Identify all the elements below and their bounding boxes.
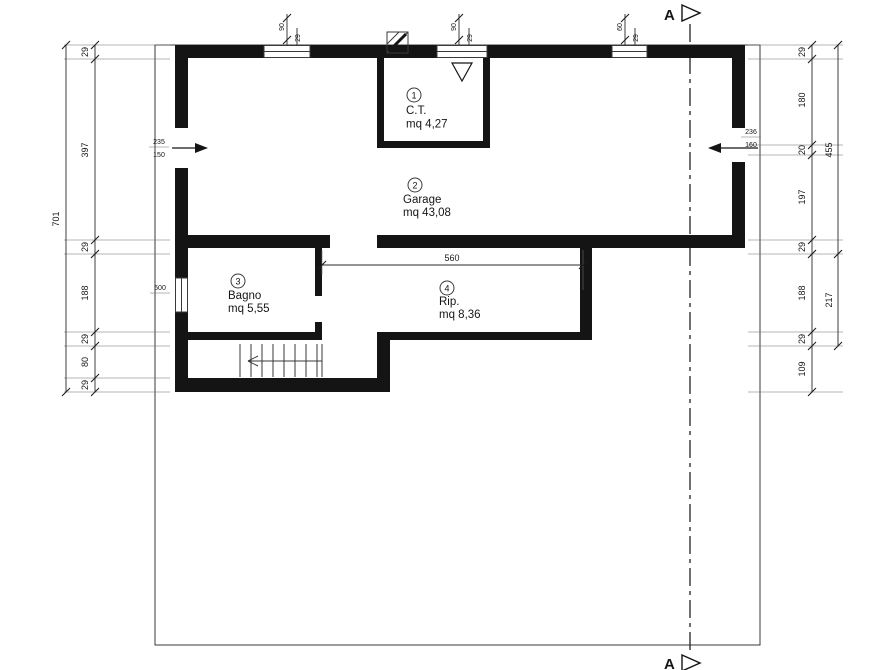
walls xyxy=(175,45,745,392)
room-label-garage: 2 Garage mq 43,08 xyxy=(403,177,451,219)
section-marker-bottom: A xyxy=(664,653,702,670)
window-top-right xyxy=(611,45,648,58)
dim-right-5: 188 xyxy=(797,285,807,300)
room-number-circle xyxy=(407,177,423,193)
dimensions-interior: 560 235 150 236 160 500 xyxy=(149,129,761,294)
stairs xyxy=(239,344,323,377)
room-number-circle xyxy=(439,280,455,296)
svg-text:235: 235 xyxy=(153,139,165,146)
dim-top-group-1: 90 29 xyxy=(451,13,474,45)
dim-right-6: 29 xyxy=(797,334,807,344)
svg-text:29: 29 xyxy=(295,34,302,42)
dim-top-group-0: 90 29 xyxy=(279,13,302,45)
opening-label-bagno: 500 xyxy=(150,285,170,294)
section-arrow-top-icon xyxy=(681,3,702,23)
dim-interior-width: 560 xyxy=(444,253,459,263)
svg-text:160: 160 xyxy=(745,142,757,149)
section-arrow-bottom-icon xyxy=(681,653,702,670)
room-labels: 1 C.T. mq 4,27 2 Garage mq 43,08 3 Bagno… xyxy=(228,87,481,321)
dim-left-6: 29 xyxy=(80,380,90,390)
chimney-symbol-icon xyxy=(386,31,409,54)
dim-right-0: 29 xyxy=(797,47,807,57)
door-arrow-left-icon xyxy=(172,143,208,153)
window-top-center xyxy=(436,45,488,58)
dim-left-2: 29 xyxy=(80,242,90,252)
room-label-bagno: 3 Bagno mq 5,55 xyxy=(228,273,270,315)
dimension-chain-left: 29 397 29 188 29 80 29 701 xyxy=(51,40,170,397)
dimension-chain-right: 29 180 20 197 29 188 29 109 455 217 xyxy=(748,40,843,397)
dim-right-2: 20 xyxy=(797,145,807,155)
svg-text:Rip.: Rip. xyxy=(439,296,459,308)
svg-text:90: 90 xyxy=(451,23,458,31)
svg-text:C.T.: C.T. xyxy=(406,105,426,117)
dim-left-5: 80 xyxy=(80,357,90,367)
room-label-ct: 1 C.T. mq 4,27 xyxy=(406,87,448,131)
door-arrow-right-icon xyxy=(708,143,758,153)
dim-right-overall-upper: 455 xyxy=(824,142,834,157)
svg-text:mq 8,36: mq 8,36 xyxy=(439,309,481,321)
svg-text:1: 1 xyxy=(411,91,416,101)
svg-text:mq 5,55: mq 5,55 xyxy=(228,303,270,315)
section-label-bottom: A xyxy=(664,656,675,670)
dim-left-0: 29 xyxy=(80,47,90,57)
svg-text:150: 150 xyxy=(153,152,165,159)
room-number-circle xyxy=(406,87,422,103)
dim-right-3: 197 xyxy=(797,189,807,204)
entry-triangle-icon xyxy=(450,62,474,83)
dim-left-3: 188 xyxy=(80,285,90,300)
svg-text:Garage: Garage xyxy=(403,194,441,206)
svg-text:2: 2 xyxy=(412,181,417,191)
section-label-top: A xyxy=(664,7,675,24)
room-label-rip: 4 Rip. mq 8,36 xyxy=(439,280,481,321)
window-bagno xyxy=(175,277,188,313)
opening-label-right: 236 160 xyxy=(741,129,761,149)
fixtures xyxy=(172,31,758,377)
dim-left-1: 397 xyxy=(80,142,90,157)
dim-left-4: 29 xyxy=(80,334,90,344)
window-top-left xyxy=(263,45,311,58)
dimensions-top: 90 29 90 29 60 29 xyxy=(279,13,640,45)
svg-text:29: 29 xyxy=(467,34,474,42)
dim-top-group-2: 60 29 xyxy=(617,13,640,45)
svg-text:mq 4,27: mq 4,27 xyxy=(406,119,448,131)
windows xyxy=(175,45,648,313)
svg-text:3: 3 xyxy=(235,277,240,287)
svg-text:500: 500 xyxy=(154,285,166,292)
svg-text:90: 90 xyxy=(279,23,286,31)
svg-text:60: 60 xyxy=(617,23,624,31)
svg-text:Bagno: Bagno xyxy=(228,290,261,302)
opening-label-left: 235 150 xyxy=(149,139,169,159)
dim-right-overall-lower: 217 xyxy=(824,292,834,307)
property-boundary xyxy=(154,44,761,646)
section-marker-top: A xyxy=(664,3,702,24)
svg-text:236: 236 xyxy=(745,129,757,136)
dim-right-7: 109 xyxy=(797,361,807,376)
svg-text:29: 29 xyxy=(633,34,640,42)
dim-left-overall: 701 xyxy=(51,211,61,226)
dim-right-4: 29 xyxy=(797,242,807,252)
svg-text:4: 4 xyxy=(444,284,449,294)
dim-right-1: 180 xyxy=(797,92,807,107)
svg-text:mq 43,08: mq 43,08 xyxy=(403,207,451,219)
room-number-circle xyxy=(230,273,246,289)
